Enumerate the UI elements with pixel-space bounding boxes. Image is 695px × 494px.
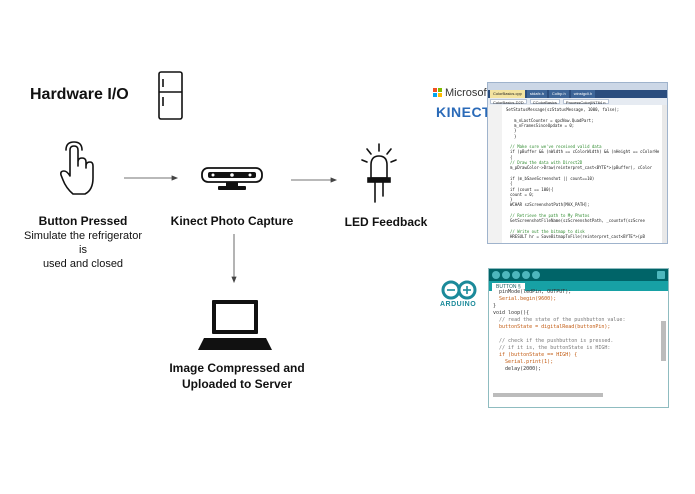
kinect-wordmark: KINECT bbox=[436, 104, 492, 120]
led-bulb-icon bbox=[361, 143, 397, 203]
arduino-code-line: // read the state of the pushbutton valu… bbox=[493, 317, 626, 323]
vs-tab: stdafx.h bbox=[526, 90, 547, 98]
arduino-code-line: if (buttonState == HIGH) { bbox=[493, 352, 578, 358]
upload-label-line2: Uploaded to Server bbox=[181, 377, 293, 391]
vs-line-gutter bbox=[488, 105, 502, 243]
vs-code-line: { bbox=[510, 181, 513, 187]
arduino-code-line: // check if the pushbutton is pressed. bbox=[493, 338, 614, 344]
vs-class-dropdown: CColorBasics bbox=[529, 99, 560, 105]
vs-code-line: } bbox=[514, 128, 517, 134]
arduino-tab-bar: BUTTON § bbox=[489, 281, 668, 291]
vs-code-editor: SetStatusMessage(szStatusMessage, 1000, … bbox=[488, 105, 667, 243]
vs-code-line: // Make sure we've received valid data bbox=[510, 144, 602, 150]
vs-code-line: m_pDrawColor->Draw(reinterpret_cast<BYTE… bbox=[510, 165, 653, 171]
image-upload-label: Image Compressed and Uploaded to Server bbox=[162, 360, 312, 392]
open-icon bbox=[522, 271, 530, 279]
arduino-code-line: buttonState = digitalRead(buttonPin); bbox=[493, 324, 611, 330]
vs-project-dropdown: ColorBasics-D2D bbox=[490, 99, 527, 105]
upload-icon bbox=[502, 271, 510, 279]
kinect-photo-capture-label: Kinect Photo Capture bbox=[170, 214, 294, 228]
vs-code-line: GetScreenshotFileName(szScreenshotPath, … bbox=[510, 218, 645, 224]
vs-member-dropdown: ProcessColor(INT64 n bbox=[562, 99, 609, 105]
microsoft-logo bbox=[433, 88, 442, 97]
arduino-logo bbox=[441, 280, 477, 300]
vs-code-line: // Retrieve the path to My Photos bbox=[510, 213, 590, 218]
refrigerator-icon bbox=[158, 71, 183, 120]
vs-code-line: m_nFramesSinceUpdate = 0; bbox=[514, 122, 575, 128]
microsoft-wordmark: Microsoft bbox=[445, 87, 490, 99]
vs-titlebar bbox=[488, 83, 667, 90]
arduino-sketch-tab: BUTTON § bbox=[492, 283, 525, 291]
arduino-code-line: pinMode(ledPin, OUTPUT); bbox=[493, 289, 572, 295]
vs-navigation-bar: ColorBasics-D2D CColorBasics ProcessColo… bbox=[488, 98, 667, 105]
arduino-horizontal-scrollbar bbox=[493, 393, 603, 397]
vs-tab-bar: ColorBasics.cpp stdafx.h Colbp.h winstgc… bbox=[488, 90, 667, 98]
arduino-code-line: // if it is, the buttonState is HIGH: bbox=[493, 345, 611, 351]
vs-code-line: // Write out the bitmap to disk bbox=[510, 228, 585, 234]
upload-label-line1: Image Compressed and bbox=[169, 361, 305, 375]
save-icon bbox=[532, 271, 540, 279]
vs-tab: ColorBasics.cpp bbox=[490, 90, 525, 98]
arduino-code-line: Serial.begin(9600); bbox=[493, 296, 557, 302]
vs-code-line: { bbox=[510, 154, 513, 160]
arduino-code-line: Serial.print(1); bbox=[493, 359, 554, 365]
new-icon bbox=[512, 271, 520, 279]
button-pressed-label: Button Pressed bbox=[38, 214, 128, 228]
arduino-ide-screenshot: BUTTON § pinMode(ledPin, OUTPUT); Serial… bbox=[488, 268, 669, 408]
hand-pointer-icon bbox=[60, 141, 94, 195]
vs-tab: Colbp.h bbox=[548, 90, 569, 98]
vs-code-line: if (pBuffer && (nWidth == cColorWidth) &… bbox=[510, 149, 660, 155]
led-feedback-label: LED Feedback bbox=[344, 215, 428, 229]
vs-code-line: WCHAR szScreenshotPath[MAX_PATH]; bbox=[510, 202, 590, 208]
button-sub-line2: used and closed bbox=[42, 258, 124, 270]
laptop-icon bbox=[198, 300, 272, 350]
vs-code-line: count = 0; bbox=[510, 191, 535, 197]
vs-code-line: m_nLastCounter = qpcNow.QuadPart; bbox=[514, 117, 594, 123]
vs-code-line: if (m_bSaveScreenshot || count==10) bbox=[510, 175, 595, 181]
verify-icon bbox=[492, 271, 500, 279]
kinect-sensor-icon bbox=[201, 167, 263, 190]
button-sub-line1: Simulate the refrigerator is bbox=[24, 230, 142, 256]
vs-tab: winstgcli.h bbox=[570, 90, 596, 98]
vs-code-line: } bbox=[514, 133, 517, 139]
diagram-title: Hardware I/O bbox=[30, 86, 129, 103]
arduino-code-line: void loop(){ bbox=[493, 310, 530, 316]
arduino-toolbar bbox=[489, 269, 668, 281]
arduino-code-line: delay(2000); bbox=[493, 366, 542, 372]
arduino-vertical-scrollbar bbox=[661, 321, 666, 361]
vs-code-line: // Draw the data with Direct2D bbox=[510, 160, 583, 165]
vs-code-line: HRESULT hr = SaveBitmapToFile(reinterpre… bbox=[510, 234, 645, 240]
arduino-code-line: } bbox=[493, 303, 497, 309]
flow-arrows bbox=[124, 175, 338, 284]
visual-studio-screenshot: ColorBasics.cpp stdafx.h Colbp.h winstgc… bbox=[487, 82, 668, 244]
vs-scrollbar bbox=[662, 105, 667, 243]
vs-code-line: if (count == 100){ bbox=[510, 186, 554, 192]
vs-code-line: } bbox=[510, 197, 513, 203]
arduino-wordmark: ARDUINO bbox=[440, 301, 477, 308]
vs-code-line: SetStatusMessage(szStatusMessage, 1000, … bbox=[506, 107, 620, 112]
serial-monitor-icon bbox=[657, 271, 665, 279]
arduino-code-editor: pinMode(ledPin, OUTPUT); Serial.begin(96… bbox=[489, 289, 668, 399]
button-pressed-description: Simulate the refrigerator is used and cl… bbox=[22, 229, 144, 271]
vs-code-lines: SetStatusMessage(szStatusMessage, 1000, … bbox=[502, 105, 662, 243]
